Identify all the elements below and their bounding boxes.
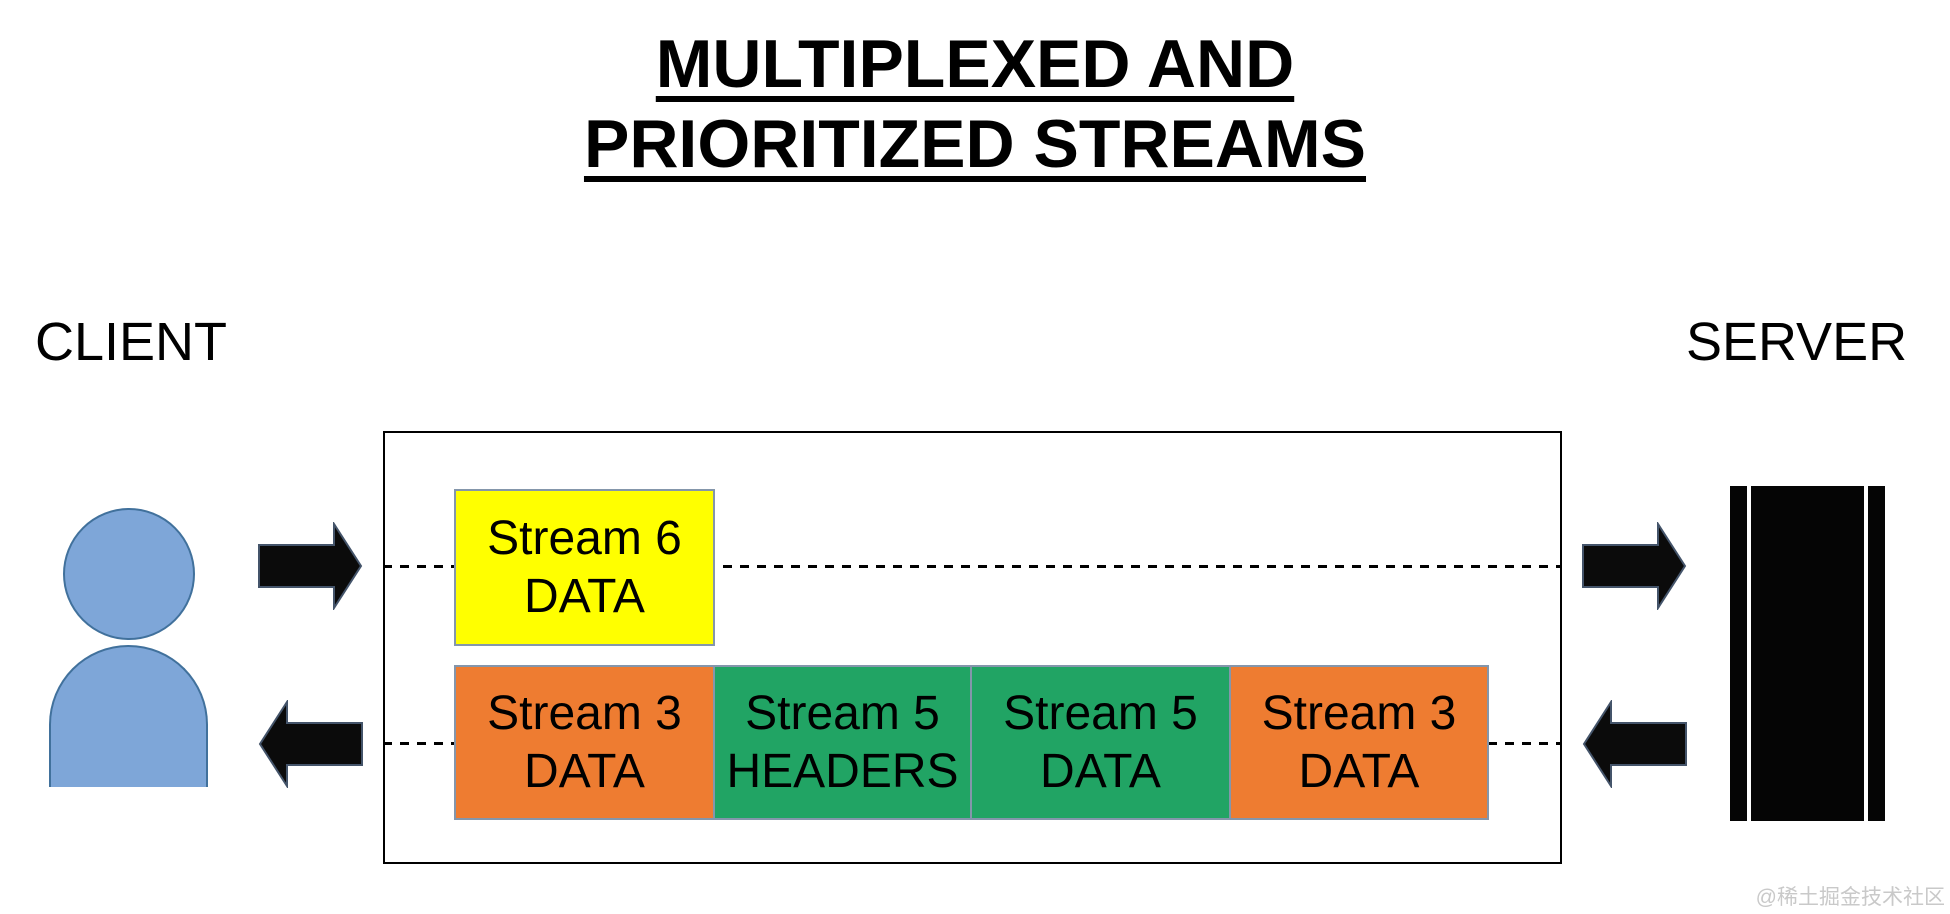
stream-block-line2: DATA [1040, 744, 1161, 798]
person-head-shape [63, 508, 195, 640]
server-panel-divider [1747, 486, 1751, 821]
stream-block-line1: Stream 3 [487, 686, 682, 740]
stream-block-line2: DATA [524, 744, 645, 798]
stream-block-line1: Stream 5 [1003, 686, 1198, 740]
box-to-server-arrow-right-icon [1582, 522, 1687, 610]
server-rack-icon [1730, 486, 1885, 821]
stream-lane-top-dashed-line [383, 565, 1562, 568]
stream-block-line2: HEADERS [726, 744, 959, 798]
server-to-box-arrow-left-icon [1582, 700, 1687, 788]
stream-5-headers-block: Stream 5 HEADERS [713, 665, 972, 820]
page-title-line2: PRIORITIZED STREAMS [583, 106, 1367, 182]
stream-block-line1: Stream 3 [1261, 686, 1457, 740]
stream-3-data-block: Stream 3 DATA [454, 665, 715, 820]
page-title: MULTIPLEXED AND PRIORITIZED STREAMS [0, 24, 1950, 184]
stream-6-data-block: Stream 6 DATA [454, 489, 715, 646]
page-title-line1: MULTIPLEXED AND [655, 26, 1295, 102]
server-label: SERVER [1686, 312, 1908, 372]
stream-block-line2: DATA [1298, 744, 1420, 798]
box-to-client-arrow-left-icon [258, 700, 363, 788]
client-label: CLIENT [35, 312, 228, 372]
stream-block-line1: Stream 5 [745, 686, 940, 740]
server-panel-divider [1864, 486, 1868, 821]
stream-5-data-block: Stream 5 DATA [970, 665, 1231, 820]
stream-block-line1: Stream 6 [487, 511, 682, 565]
person-body-shape [49, 645, 208, 787]
client-to-box-arrow-right-icon [258, 522, 363, 610]
watermark-text: @稀土掘金技术社区 [1755, 886, 1945, 909]
stream-block-line2: DATA [524, 569, 645, 623]
stream-3-data-block: Stream 3 DATA [1229, 665, 1489, 820]
